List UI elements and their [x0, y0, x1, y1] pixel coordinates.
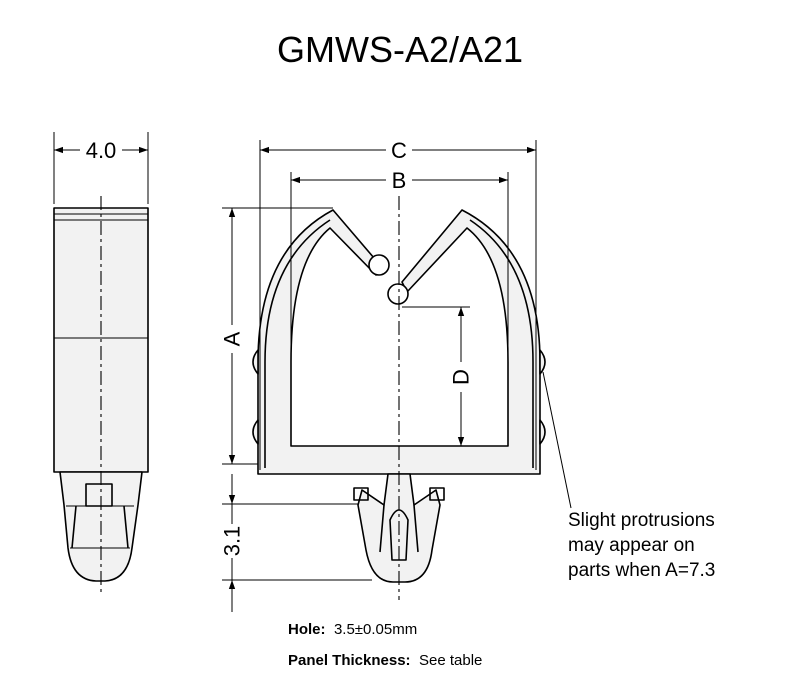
dimension-d-label: D: [449, 369, 474, 385]
clip-outer-body: [257, 209, 541, 475]
protrusion-note: Slight protrusions may appear on parts w…: [568, 510, 715, 581]
note-line-1: Slight protrusions: [568, 510, 715, 531]
protrusion-right-top: [539, 349, 546, 375]
dimension-b-label: B: [392, 168, 407, 193]
hole-spec-value: 3.5±0.05mm: [334, 621, 417, 638]
note-leader-line: [542, 371, 572, 509]
drawing-title: GMWS-A2/A21: [277, 29, 523, 70]
note-line-2: may appear on: [568, 535, 695, 556]
front-view: C B A D 3.1: [220, 138, 572, 612]
dimension-pin-label: 3.1: [220, 526, 245, 557]
hole-spec: Hole: 3.5±0.05mm: [288, 621, 417, 638]
panel-thickness-value: See table: [419, 652, 482, 669]
protrusion-left-bottom: [252, 419, 259, 445]
dimension-a-label: A: [220, 331, 245, 346]
dimension-side-width-label: 4.0: [86, 138, 117, 163]
panel-thickness-label: Panel Thickness:: [288, 652, 411, 669]
side-view: 4.0: [53, 132, 149, 592]
right-jaw-tip-circle: [387, 283, 409, 305]
protrusion-left-top: [252, 349, 259, 375]
panel-thickness-spec: Panel Thickness: See table: [288, 652, 482, 669]
left-jaw-tip-circle: [368, 254, 390, 276]
protrusion-right-bottom: [539, 419, 546, 445]
dimension-c-label: C: [391, 138, 407, 163]
note-line-3: parts when A=7.3: [568, 560, 715, 581]
specs: Hole: 3.5±0.05mm Panel Thickness: See ta…: [288, 621, 482, 669]
hole-spec-label: Hole:: [288, 621, 326, 638]
